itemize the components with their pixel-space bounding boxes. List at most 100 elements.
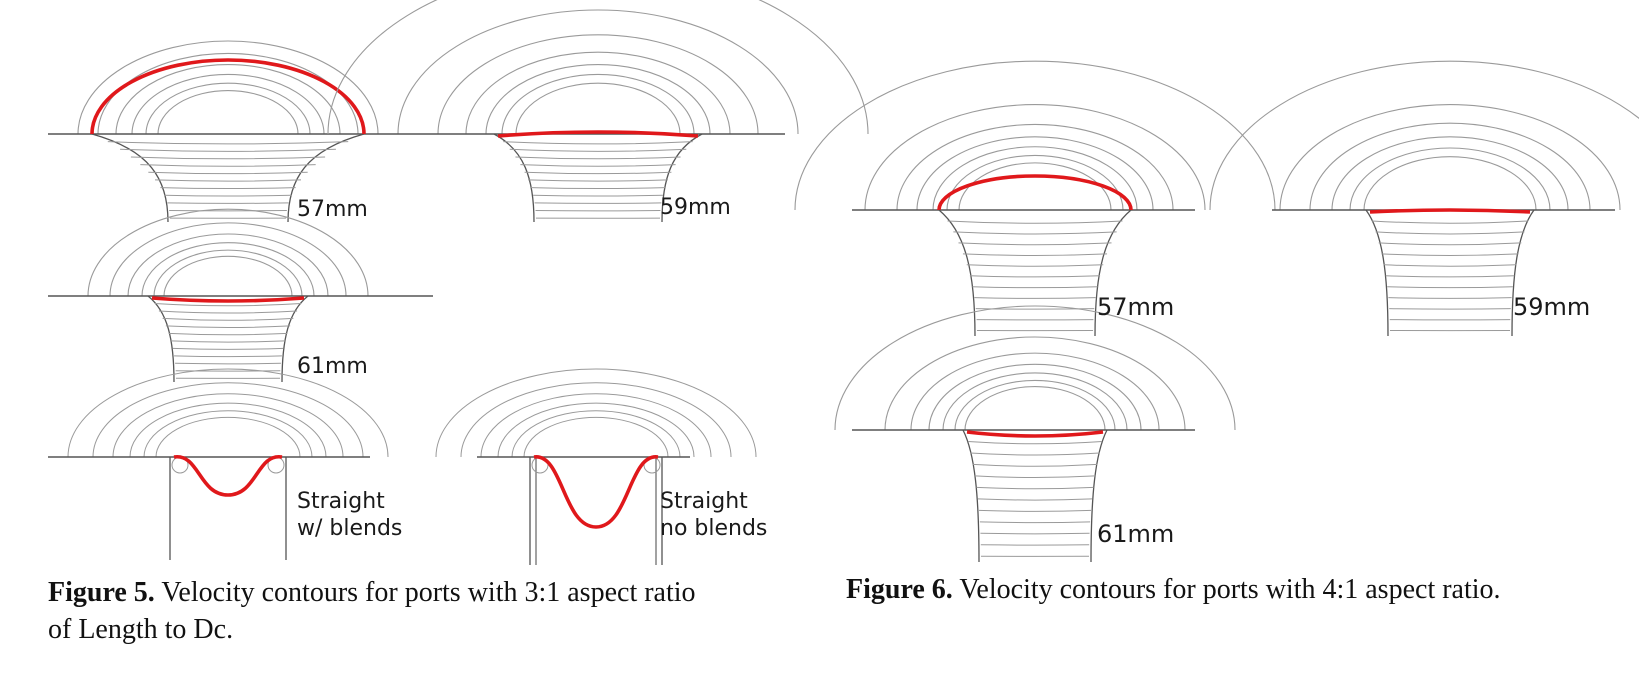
fig5-57mm-highlight-contour (90, 58, 366, 135)
fig6-59mm-inner-contour (1381, 253, 1519, 256)
fig6-59mm-inner-contour (1383, 264, 1517, 267)
fig5-straight-no-blends-outer-contour (511, 410, 681, 458)
fig5-57mm-inner-contour (154, 179, 302, 182)
fig6-59mm-inner-contour (1371, 220, 1529, 224)
fig6-61mm-outer-contour (964, 386, 1106, 431)
fig6-61mm-outer-contour (910, 352, 1160, 431)
fig6-61mm-panel (834, 305, 1236, 563)
fig5-57mm-inner-contour (148, 171, 308, 175)
figure6-caption: Figure 6. Velocity contours for ports wi… (846, 572, 1626, 609)
fig5-61mm-inner-contour (174, 355, 282, 358)
figure6-caption-text: Velocity contours for ports with 4:1 asp… (959, 574, 1501, 605)
fig5-59mm-outer-contour (515, 82, 681, 135)
fig6-59mm-port-wall (1511, 209, 1535, 337)
fig6-59mm-outer-contour (1309, 122, 1591, 211)
fig6-61mm-port-wall (1090, 429, 1108, 563)
fig5-59mm-inner-contour (524, 171, 672, 175)
fig5-61mm-outer-contour (141, 242, 315, 297)
fig5-59mm-highlight-contour (497, 130, 699, 138)
fig5-59mm-outer-contour (327, 0, 869, 135)
fig6-61mm-outer-contour (928, 363, 1142, 431)
fig6-57mm-inner-contour (975, 308, 1095, 310)
fig5-57mm-outer-contour (115, 64, 341, 135)
fig5-59mm-inner-contour (533, 194, 663, 197)
fig6-61mm-inner-contour (980, 532, 1090, 535)
fig6-57mm-inner-contour (969, 275, 1101, 278)
fig5-59mm-panel (327, 0, 869, 223)
fig6-61mm-inner-contour (967, 440, 1103, 445)
fig5-59mm-inner-contour (534, 202, 662, 204)
fig6-61mm-outer-contour (954, 379, 1116, 431)
fig5-61mm-inner-contour (168, 332, 288, 336)
fig5-59mm-inner-contour (530, 187, 666, 190)
fig5-57mm-inner-contour (120, 148, 336, 152)
fig5-61mm-outer-contour (163, 255, 293, 297)
fig6-59mm-port-wall (1365, 209, 1389, 337)
figure5-caption: Figure 5. Velocity contours for ports wi… (48, 575, 808, 649)
fig6-61mm-port-wall (962, 429, 980, 563)
fig6-label-57mm: 57mm (1097, 293, 1175, 321)
fig5-straight-blends-outer-contour (129, 402, 327, 458)
fig5-59mm-port-wall (493, 133, 535, 223)
fig6-57mm-outer-contour (916, 136, 1154, 211)
fig5-57mm-inner-contour (167, 202, 289, 204)
fig6-57mm-inner-contour (966, 264, 1104, 267)
fig5-59mm-outer-contour (465, 51, 731, 135)
figure5-number: Figure 5. (48, 577, 155, 608)
fig6-59mm-highlight-contour (1369, 208, 1531, 214)
fig6-61mm-outer-contour (942, 372, 1128, 431)
fig6-label-61mm: 61mm (1097, 520, 1175, 548)
fig6-61mm-inner-contour (976, 486, 1094, 490)
fig6-57mm-outer-contour (794, 60, 1276, 211)
fig6-57mm-port-wall (938, 209, 976, 337)
fig5-61mm-inner-contour (172, 347, 284, 350)
fig5-57mm-inner-contour (160, 187, 296, 190)
fig6-57mm-inner-contour (974, 297, 1096, 299)
fig5-61mm-inner-contour (165, 325, 291, 329)
fig5-61mm-outer-contour (153, 249, 303, 297)
fig5-57mm-inner-contour (164, 194, 292, 197)
fig6-61mm-inner-contour (970, 452, 1100, 456)
fig5-59mm-outer-contour (485, 64, 711, 135)
fig5-57mm-panel (48, 40, 379, 223)
fig6-57mm-panel (794, 60, 1276, 337)
fig6-57mm-outer-contour (932, 146, 1138, 211)
fig6-57mm-inner-contour (953, 231, 1117, 235)
fig6-59mm-outer-contour (1209, 60, 1639, 211)
fig5-61mm-panel (48, 208, 433, 383)
fig5-label-57mm: 57mm (297, 197, 368, 222)
fig5-61mm-inner-contour (158, 310, 298, 314)
fig6-59mm-panel (1209, 60, 1639, 337)
fig6-59mm-outer-contour (1349, 147, 1551, 211)
fig5-straight-blends-highlight-contour (173, 455, 283, 497)
fig5-57mm-inner-contour (107, 141, 349, 145)
fig5-59mm-outer-contour (501, 73, 695, 135)
fig6-57mm-highlight-contour (937, 174, 1133, 211)
fig5-straight-no-blends-highlight-contour (533, 455, 659, 529)
fig6-61mm-inner-contour (979, 521, 1091, 524)
fig5-57mm-port-wall (91, 133, 169, 223)
fig6-57mm-inner-contour (962, 253, 1108, 256)
fig5-57mm-outer-contour (77, 40, 379, 135)
fig6-57mm-inner-contour (958, 242, 1112, 246)
fig6-59mm-inner-contour (1375, 231, 1525, 235)
fig6-59mm-inner-contour (1378, 242, 1522, 246)
fig5-59mm-inner-contour (520, 164, 676, 167)
figure6-number: Figure 6. (846, 574, 953, 605)
fig5-61mm-port-wall (147, 295, 175, 383)
fig5-straight-no-blends-outer-contour (497, 402, 695, 458)
fig5-straight-blends-panel (48, 368, 389, 560)
fig5-label-59mm: 59mm (660, 195, 731, 220)
fig5-59mm-port-wall (661, 133, 703, 223)
fig6-59mm-inner-contour (1388, 297, 1512, 299)
fig6-57mm-inner-contour (972, 286, 1098, 289)
fig5-label-61mm: 61mm (297, 354, 368, 379)
fig5-61mm-outer-contour (109, 222, 347, 297)
fig5-61mm-highlight-contour (151, 296, 305, 303)
fig6-57mm-outer-contour (958, 162, 1112, 211)
figure5-caption-line1: Velocity contours for ports with 3:1 asp… (161, 577, 696, 608)
fig6-59mm-outer-contour (1279, 104, 1621, 211)
fig5-straight-blends-outer-contour (112, 393, 344, 458)
fig6-61mm-highlight-contour (966, 430, 1104, 438)
